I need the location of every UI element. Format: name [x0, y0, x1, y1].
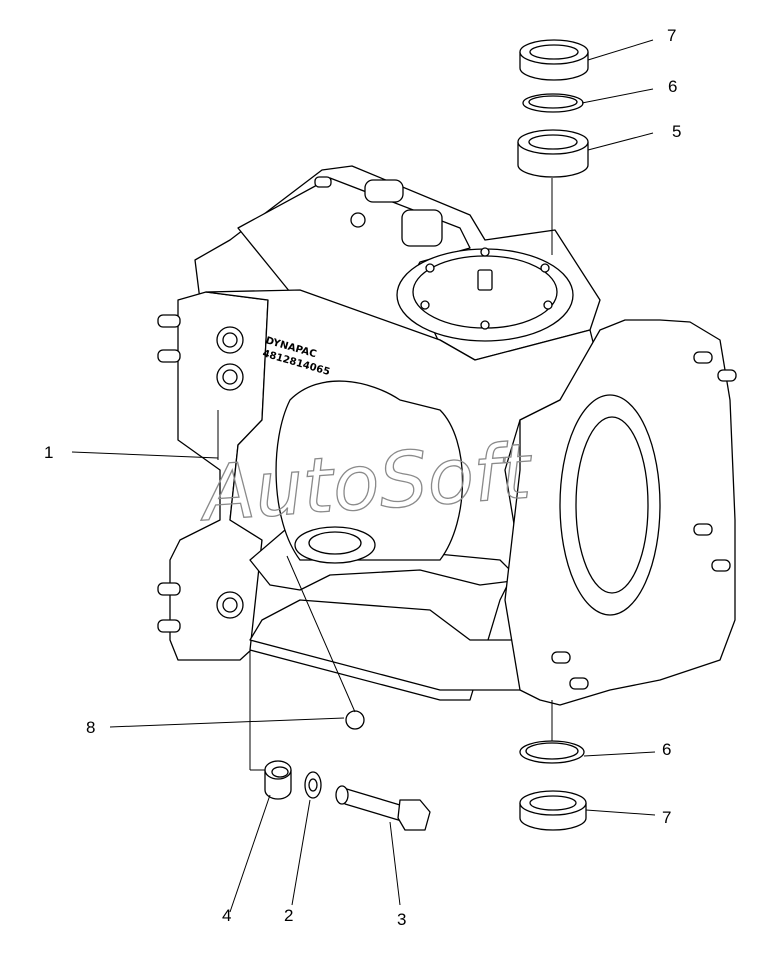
leader-7-top [587, 39, 654, 61]
callout-2: 2 [284, 906, 293, 925]
callout-7-bottom: 7 [662, 808, 671, 827]
leader-2 [291, 799, 311, 906]
leader-3 [389, 821, 401, 906]
leader-6-bottom [583, 751, 656, 757]
leader-1 [71, 451, 219, 459]
callout-3: 3 [397, 910, 406, 929]
leader-lines [71, 39, 656, 913]
callout-6-bottom: 6 [662, 740, 671, 759]
callout-8: 8 [86, 718, 95, 737]
bushing-top [519, 39, 589, 81]
callout-7-top: 7 [667, 26, 676, 45]
washer [304, 771, 322, 799]
articulation-housing [169, 165, 736, 706]
leader-6-top [581, 88, 654, 104]
callout-4: 4 [222, 906, 231, 925]
bearing [517, 129, 589, 178]
leader-8 [109, 717, 345, 728]
grease-plug [345, 710, 365, 730]
callout-6-top: 6 [668, 77, 677, 96]
leader-7-bottom [585, 809, 656, 816]
bushing-bottom [519, 790, 587, 831]
leader-5 [587, 132, 654, 151]
snap-ring-bottom [519, 740, 585, 764]
snap-ring-top [522, 93, 584, 113]
leader-4 [229, 794, 271, 913]
callout-labels: 1 2 3 4 5 6 6 7 7 8 [44, 26, 681, 929]
spacer-sleeve [264, 760, 292, 800]
housing-bolts [157, 176, 737, 690]
bolt [335, 785, 431, 831]
callout-5: 5 [672, 122, 681, 141]
callout-1: 1 [44, 443, 53, 462]
